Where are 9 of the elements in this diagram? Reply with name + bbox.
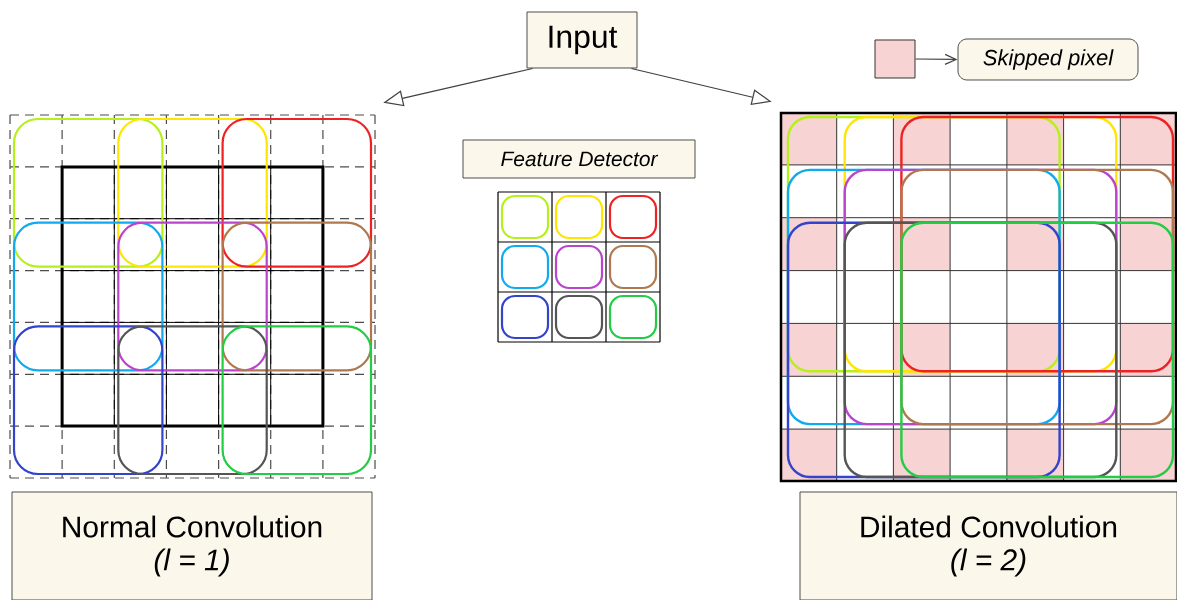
caption-box: Dilated Convolution (l = 2) [799, 491, 1177, 600]
caption-box: Normal Convolution (l = 1) [11, 491, 373, 600]
feature-detector-label: Feature Detector [462, 139, 696, 179]
skipped-pixel-swatch [874, 39, 916, 79]
normal-convolution-grid-drawing [9, 114, 376, 479]
arrow [914, 53, 958, 65]
dilated-convolution-grid-drawing [779, 111, 1177, 483]
input-box: Input [526, 11, 638, 69]
legend-label: Skipped pixel [957, 38, 1139, 81]
